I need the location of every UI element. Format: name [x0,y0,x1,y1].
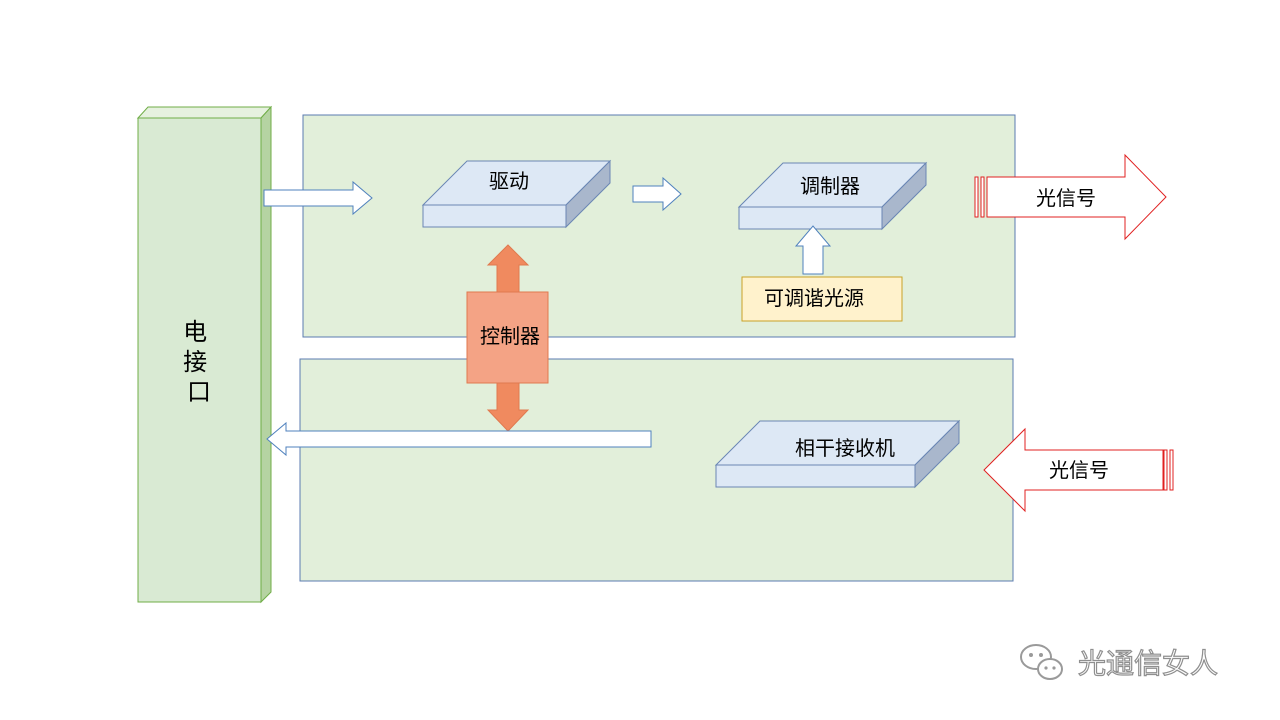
coherent-receiver-block: 相干接收机 [714,419,961,489]
modulator-label: 调制器 [800,174,860,198]
optical-signal-in-label: 光信号 [1049,458,1109,482]
coherent-receiver-label: 相干接收机 [795,436,895,460]
driver-label: 驱动 [489,169,529,193]
optical-signal-in-arrow: 光信号 [983,427,1174,513]
tunable-laser-label: 可调谐光源 [764,286,864,310]
modulator-block: 调制器 [737,161,928,231]
electrical-interface-char-1: 电 [183,318,207,346]
watermark-text: 光通信女人 [1078,647,1218,680]
transmitter-panel [302,114,1016,338]
electrical-interface-block: 电 接 口 [136,105,273,604]
electrical-interface-char-3: 口 [187,378,211,406]
tunable-laser-box: 可调谐光源 [741,276,903,322]
electrical-interface-label: 电 接 口 [183,318,215,406]
controller-label: 控制器 [480,324,540,348]
watermark: 光通信女人 [1020,644,1219,681]
arrow-interface-to-driver [263,180,373,216]
optical-signal-out-label: 光信号 [1036,186,1096,210]
electrical-interface-char-2: 接 [183,348,207,376]
arrow-receiver-to-interface [266,421,652,457]
controller-box: 控制器 [466,291,549,384]
wechat-icon [1020,644,1063,680]
arrow-driver-to-modulator [632,176,682,212]
driver-block: 驱动 [421,159,612,229]
arrow-laser-to-modulator [794,225,832,275]
optical-signal-out-arrow: 光信号 [974,153,1167,241]
